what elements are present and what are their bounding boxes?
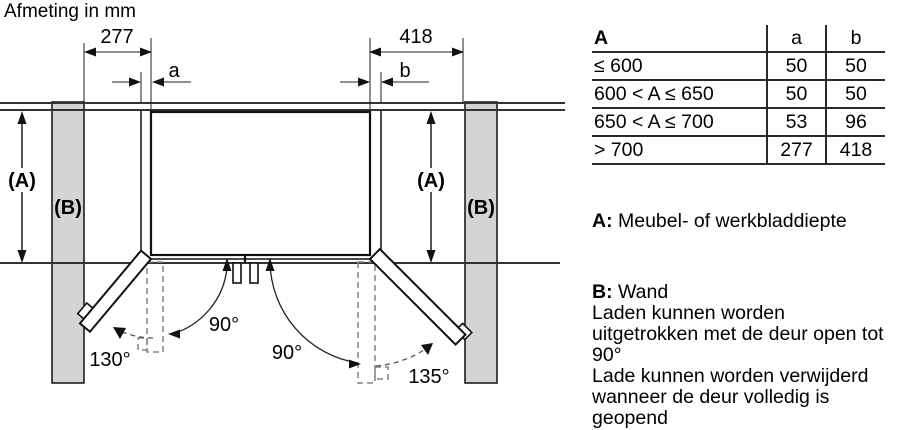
note-depth-text: Meubel- of werkbladdiepte: [618, 210, 847, 232]
range-cell: > 700: [592, 136, 767, 165]
depth-label-right: (A): [417, 170, 445, 192]
door-swing-arcs: [117, 261, 428, 367]
gap-a-label: a: [168, 60, 180, 82]
a-cell: 50: [766, 52, 826, 81]
angle-right-90-label: 90°: [272, 342, 302, 364]
gap-b-label: b: [399, 60, 410, 82]
dimensions-table: A a b ≤ 600 50 50 600 < A ≤ 650 50 50 65…: [592, 25, 885, 165]
dimension-arrowheads: [84, 47, 464, 87]
depth-label-left: (A): [8, 170, 36, 192]
arc-arrowheads: [113, 258, 433, 369]
worktop-lines: [0, 102, 565, 264]
a-cell: 277: [766, 136, 826, 165]
table-row: > 700 277 418: [592, 136, 885, 165]
table-header-a: a: [766, 25, 826, 53]
depth-arrowheads: [17, 111, 436, 263]
range-cell: ≤ 600: [592, 52, 767, 81]
note-drawers-remove: Lade kunnen worden verwijderd wanneer de…: [592, 365, 869, 429]
angle-left-90-label: 90°: [209, 314, 239, 336]
table-row: 650 < A ≤ 700 53 96: [592, 108, 885, 137]
appliance-body: [149, 110, 372, 257]
right-door-open: [368, 247, 473, 346]
table-header-range: A: [592, 25, 767, 53]
a-cell: 53: [766, 108, 826, 137]
note-wall-key: B:: [592, 281, 613, 303]
b-cell: 50: [825, 80, 885, 109]
installation-diagram: 277 418 a b (A) (A) (B) (B) 90° 90° 130°…: [0, 26, 565, 388]
left-door-open: [76, 249, 153, 334]
table-header-row: A a b: [592, 25, 885, 53]
wall-label-left: (B): [54, 197, 82, 219]
range-cell: 600 < A ≤ 650: [592, 80, 767, 109]
wall-label-right: (B): [467, 197, 495, 219]
right-door-panel: [368, 247, 467, 346]
b-cell: 50: [825, 52, 885, 81]
left-wall: [51, 101, 85, 384]
range-cell: 650 < A ≤ 700: [592, 108, 767, 137]
note-depth-key: A:: [592, 210, 613, 232]
appliance-front: [151, 255, 370, 284]
dim-right-label: 418: [399, 26, 432, 48]
dim-left-label: 277: [100, 26, 133, 48]
note-wall: B: Wand Laden kunnen worden uitgetrokken…: [592, 282, 894, 429]
note-depth: A: Meubel- of werkbladdiepte: [592, 211, 894, 232]
note-wall-text: Wand: [618, 281, 669, 303]
a-cell: 50: [766, 80, 826, 109]
cabinet-side-lines: [140, 111, 382, 263]
left-door-panel: [78, 249, 153, 334]
table-header-b: b: [825, 25, 885, 53]
right-wall: [464, 101, 498, 384]
angle-right-open-label: 135°: [408, 366, 449, 388]
angle-left-open-label: 130°: [89, 349, 130, 371]
table-row: ≤ 600 50 50: [592, 52, 885, 81]
note-wall-line: B: Wand: [592, 282, 894, 303]
note-drawers-open: Laden kunnen worden uitgetrokken met de …: [592, 302, 884, 366]
b-cell: 418: [825, 136, 885, 165]
table-row: 600 < A ≤ 650 50 50: [592, 80, 885, 109]
b-cell: 96: [825, 108, 885, 137]
page-title: Afmeting in mm: [4, 1, 136, 22]
